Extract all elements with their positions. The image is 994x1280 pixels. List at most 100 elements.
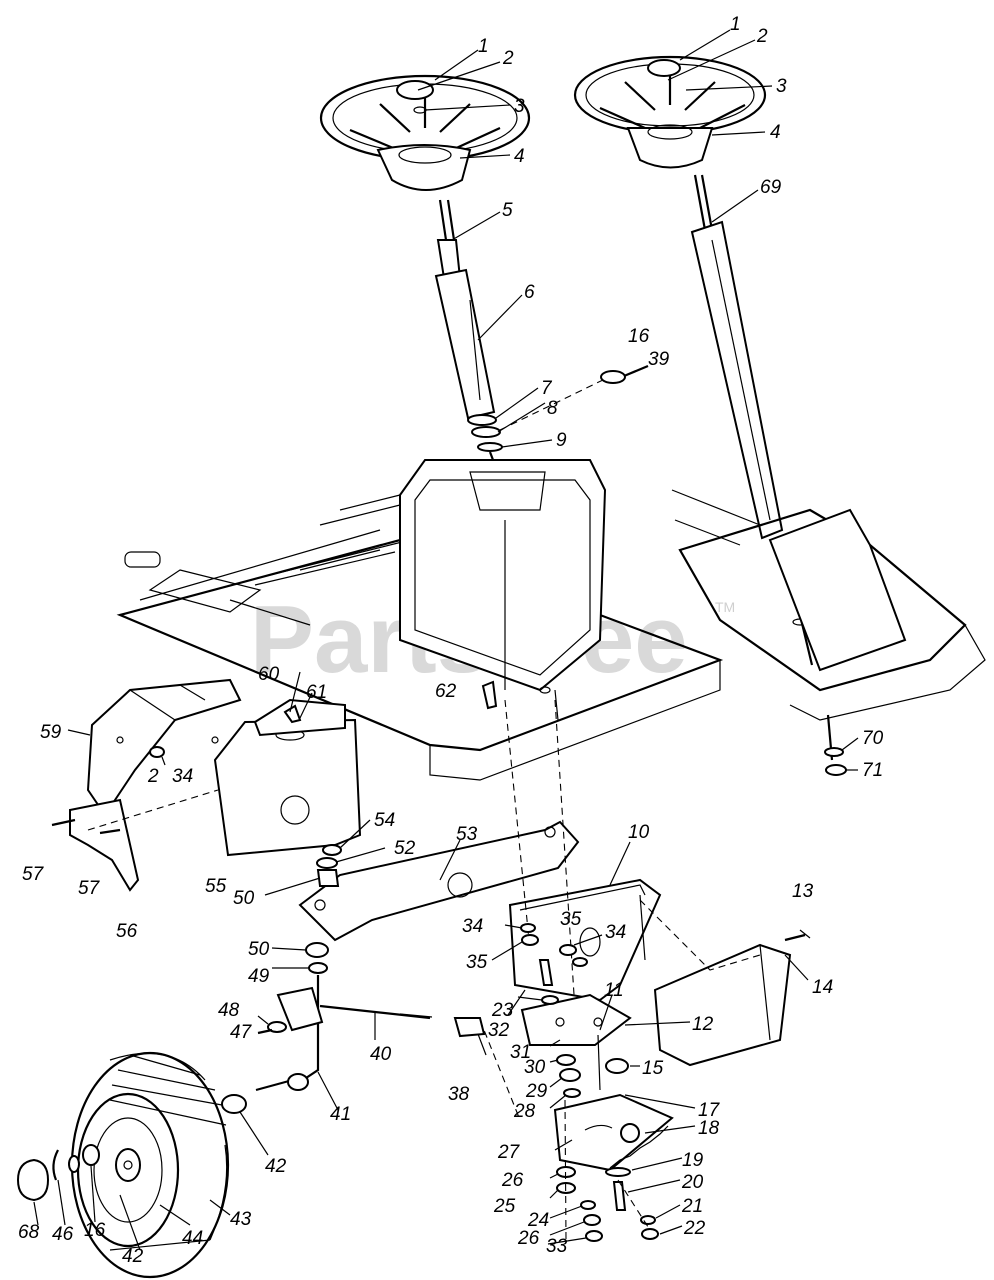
callout-34: 34 xyxy=(172,766,193,787)
nut-33 xyxy=(585,1230,603,1242)
callout-5: 5 xyxy=(502,200,513,221)
callout-52: 52 xyxy=(394,838,416,859)
callout-32: 32 xyxy=(488,1020,510,1041)
plate-56 xyxy=(69,798,140,892)
callout-26: 26 xyxy=(517,1228,540,1249)
bushing-35a xyxy=(521,934,539,946)
callout-17: 17 xyxy=(698,1100,721,1121)
footrest-panel-right xyxy=(671,489,986,721)
washer-34b xyxy=(520,923,536,933)
callout-8: 8 xyxy=(547,398,558,419)
callout-15: 15 xyxy=(642,1058,664,1079)
screw-57b xyxy=(99,828,121,835)
washer-24 xyxy=(580,1200,596,1210)
callout-62: 62 xyxy=(435,681,457,702)
callout-43: 43 xyxy=(230,1209,252,1230)
callout-4: 4 xyxy=(770,122,781,143)
callout-24: 24 xyxy=(527,1210,549,1231)
clip-46 xyxy=(52,1149,59,1181)
callout-60: 60 xyxy=(258,664,280,685)
washer-48 xyxy=(267,1021,287,1033)
nut-2 xyxy=(149,746,165,758)
washer-49 xyxy=(308,962,328,974)
callout-16: 16 xyxy=(84,1220,106,1241)
cotter-pin-39 xyxy=(623,364,649,378)
callout-33: 33 xyxy=(546,1236,568,1257)
callout-19: 19 xyxy=(682,1150,704,1171)
steering-cover-14 xyxy=(653,943,792,1067)
nut-71 xyxy=(825,764,847,776)
callout-6: 6 xyxy=(524,282,535,303)
callout-54: 54 xyxy=(374,810,395,831)
callout-23: 23 xyxy=(491,1000,514,1021)
callout-21: 21 xyxy=(681,1196,703,1217)
leader-lines xyxy=(33,29,859,1251)
front-wheel xyxy=(70,1051,230,1279)
callout-16: 16 xyxy=(628,326,650,347)
washer-16-upper xyxy=(600,370,626,384)
callout-14: 14 xyxy=(812,977,833,998)
plate-12 xyxy=(520,993,632,1046)
tie-rod-end-38 xyxy=(453,1017,486,1038)
callout-7: 7 xyxy=(541,378,553,399)
front-axle-53 xyxy=(298,820,580,942)
screw-57a xyxy=(51,818,76,827)
callout-34: 34 xyxy=(605,922,626,943)
callout-59: 59 xyxy=(40,722,62,743)
callout-61: 61 xyxy=(306,682,327,703)
callout-46: 46 xyxy=(52,1224,74,1245)
callout-26: 26 xyxy=(501,1170,524,1191)
washer-28 xyxy=(563,1088,581,1098)
callout-38: 38 xyxy=(448,1084,470,1105)
tie-rod-thread xyxy=(399,1013,433,1018)
callout-27: 27 xyxy=(497,1142,521,1163)
callout-2: 2 xyxy=(502,48,514,69)
washer-16-lower xyxy=(82,1144,100,1166)
console-cover xyxy=(399,459,607,694)
callout-35: 35 xyxy=(560,909,582,930)
washer-54 xyxy=(322,844,342,856)
callout-55: 55 xyxy=(205,876,227,897)
callout-53: 53 xyxy=(456,824,478,845)
washer-23 xyxy=(541,995,559,1005)
callout-40: 40 xyxy=(370,1044,392,1065)
cotter-47 xyxy=(257,1028,273,1035)
callout-35: 35 xyxy=(466,952,488,973)
callout-41: 41 xyxy=(330,1104,351,1125)
bushing-42 xyxy=(221,1094,247,1114)
mounting-bracket-59 xyxy=(86,678,242,817)
callout-12: 12 xyxy=(692,1014,714,1035)
callout-4: 4 xyxy=(514,146,525,167)
callout-44: 44 xyxy=(182,1228,203,1249)
callout-50: 50 xyxy=(233,888,255,909)
callout-50: 50 xyxy=(248,939,270,960)
callout-22: 22 xyxy=(683,1218,706,1239)
callout-9: 9 xyxy=(556,430,567,451)
callout-56: 56 xyxy=(116,921,138,942)
steering-wheel-left xyxy=(319,74,531,191)
bolt-20 xyxy=(612,1181,627,1211)
footrest-panel-left xyxy=(116,494,724,781)
callout-42: 42 xyxy=(122,1246,144,1267)
sector-gear-27 xyxy=(553,1093,674,1172)
spindle-41 xyxy=(255,975,324,1092)
bushing-50-lower xyxy=(305,942,329,958)
callout-30: 30 xyxy=(524,1057,546,1078)
callout-3: 3 xyxy=(776,76,787,97)
callout-34: 34 xyxy=(462,916,483,937)
callout-labels: 1 2 3 4 5 6 7 8 9 16 39 1 2 3 4 69 62 70… xyxy=(18,14,884,1267)
bolt-62 xyxy=(481,680,498,710)
callout-18: 18 xyxy=(698,1118,720,1139)
callout-49: 49 xyxy=(248,966,270,987)
callout-3: 3 xyxy=(514,96,525,117)
callout-13: 13 xyxy=(792,881,814,902)
bushing-50-upper xyxy=(316,869,340,887)
callout-39: 39 xyxy=(648,349,670,370)
bolt-11 xyxy=(597,1034,601,1091)
callout-68: 68 xyxy=(18,1222,40,1243)
callout-1: 1 xyxy=(478,36,489,57)
nut-26b xyxy=(583,1214,601,1226)
nut-15 xyxy=(605,1058,629,1074)
callout-48: 48 xyxy=(218,1000,240,1021)
bushing-35b xyxy=(559,944,577,956)
